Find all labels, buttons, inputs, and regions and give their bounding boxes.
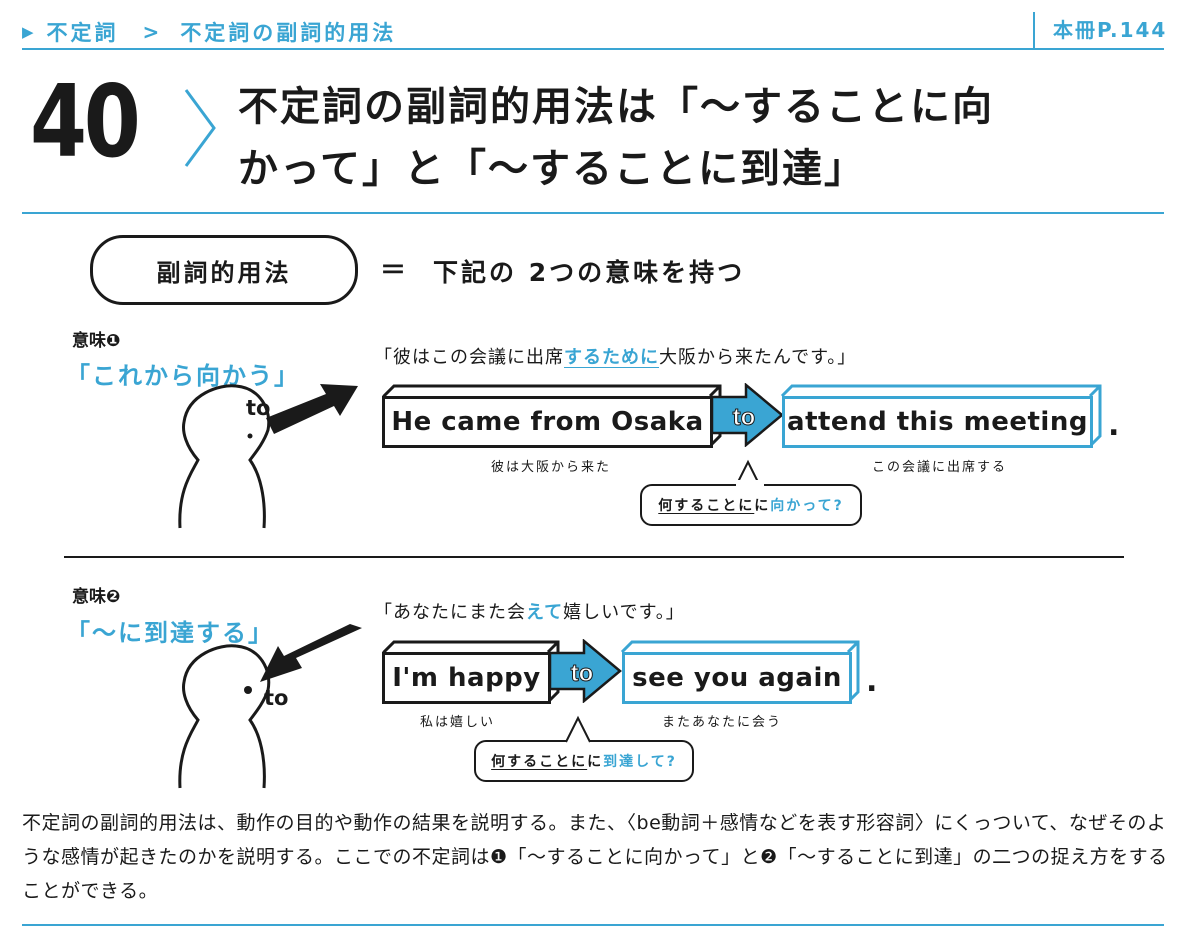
- to-word: to: [733, 404, 756, 431]
- meaning2-label: 意味❷: [72, 587, 121, 607]
- triangle-right-icon: ▶: [22, 23, 37, 41]
- to-word: to: [571, 660, 594, 687]
- jp-sentence-post: 大阪から来たんです。」: [659, 347, 857, 368]
- arrow-up-right-icon: [266, 384, 358, 434]
- to-arrow-icon: to: [548, 639, 622, 703]
- header-divider: [1033, 12, 1035, 48]
- chevron-right-icon: >: [142, 20, 163, 44]
- breadcrumb-item-section[interactable]: 不定詞の副詞的用法: [180, 21, 397, 45]
- meaning1-bubble: 何することにに向かって?: [640, 484, 862, 526]
- bubble-tail-mask: [736, 480, 764, 488]
- section-divider: [64, 556, 1124, 558]
- bubble-answer: 向かって?: [770, 498, 844, 514]
- meaning1-period: .: [1108, 408, 1120, 443]
- meaning1-sub-right: この会議に出席する: [872, 460, 1008, 475]
- meaning2-bubble: 何することにに到達して?: [474, 740, 694, 782]
- chevron-right-icon: [184, 89, 216, 167]
- title-line-2: かって」と「～することに到達」: [238, 146, 866, 192]
- meaning2-quote: 「～に到達する」: [66, 619, 274, 647]
- meaning2-period: .: [866, 664, 878, 699]
- meaning2-box-infinitive: see you again: [622, 652, 852, 704]
- meaning1-box-main: He came from Osaka: [382, 396, 713, 448]
- meaning1-sub-left: 彼は大阪から来た: [491, 460, 612, 475]
- equals-sign: ＝: [380, 256, 407, 286]
- breadcrumb: ▶ 不定詞 > 不定詞の副詞的用法: [22, 14, 396, 50]
- title-line-1: 不定詞の副詞的用法は「～することに向: [238, 84, 994, 130]
- jp-sentence-pre: 「あなたにまた会: [374, 602, 526, 623]
- breadcrumb-item-chapter[interactable]: 不定詞: [46, 21, 119, 45]
- explanation-text: 不定詞の副詞的用法は、動作の目的や動作の結果を説明する。また、〈be動詞＋感情な…: [22, 812, 1168, 902]
- term-pill: 副詞的用法: [90, 235, 358, 305]
- jp-sentence-highlight: するために: [564, 347, 659, 368]
- person-head-icon: [178, 384, 271, 529]
- meaning1-box-infinitive: attend this meeting: [782, 396, 1093, 448]
- jp-sentence-highlight: えて: [526, 602, 564, 623]
- jp-sentence-pre: 「彼はこの会議に出席: [374, 347, 564, 368]
- title-rule: [22, 212, 1164, 214]
- bubble-question: 何することに: [658, 498, 755, 514]
- meaning1-to-label: to: [246, 396, 271, 420]
- bubble-question: 何することに: [491, 754, 588, 770]
- meaning2-to-label: to: [264, 686, 289, 710]
- to-arrow-icon: to: [710, 383, 784, 447]
- meaning2-box-main: I'm happy: [382, 652, 551, 704]
- page-title: 不定詞の副詞的用法は「～することに向 かって」と「～することに到達」: [238, 76, 1138, 200]
- meaning2-sub-right: またあなたに会う: [662, 715, 783, 730]
- footer-rule: [22, 924, 1164, 926]
- header-rule: [22, 48, 1164, 50]
- meaning1-label: 意味❶: [72, 331, 121, 351]
- meaning1-quote: 「これから向かう」: [66, 362, 300, 390]
- jp-sentence-post: 嬉しいです。」: [563, 602, 685, 623]
- meaning2-jp-sentence: 「あなたにまた会えて嬉しいです。」: [374, 598, 685, 624]
- definition-meaning: 下記の 2つの意味を持つ: [433, 258, 746, 287]
- bubble-particle: に: [754, 498, 771, 514]
- meaning2-sub-left: 私は嬉しい: [420, 715, 496, 730]
- bubble-tail: [565, 715, 591, 743]
- lesson-number: 40: [30, 63, 141, 180]
- bubble-answer: 到達して?: [603, 754, 677, 770]
- page-reference: 本冊P.144: [1053, 18, 1168, 42]
- bubble-particle: に: [587, 754, 604, 770]
- person-head-icon: [178, 644, 271, 789]
- arrow-down-left-icon: [260, 624, 362, 682]
- meaning1-jp-sentence: 「彼はこの会議に出席するために大阪から来たんです。」: [374, 343, 856, 369]
